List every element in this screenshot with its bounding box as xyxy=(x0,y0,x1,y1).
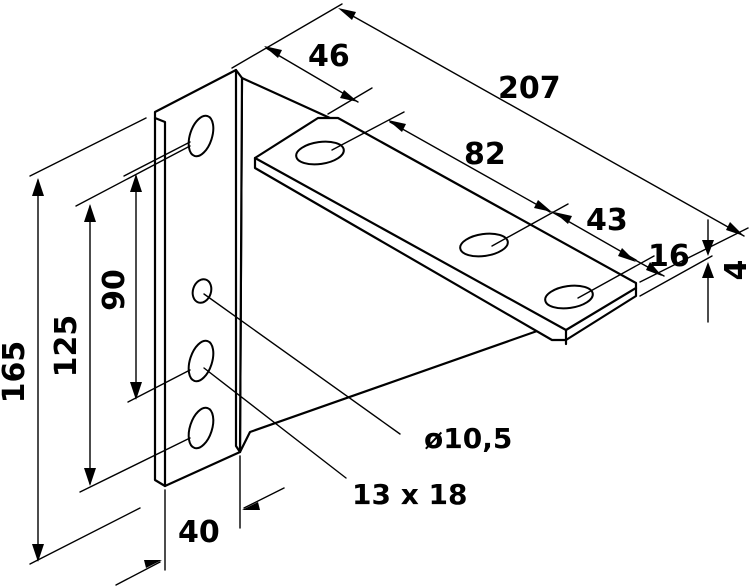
dim-hole-spacing-a: 82 xyxy=(464,137,506,172)
callout-slot-size: 13 x 18 xyxy=(352,478,468,511)
dim-top-flange-width: 46 xyxy=(308,39,350,74)
slot-hole-top xyxy=(187,114,215,158)
dim-hole-spacing-b: 43 xyxy=(586,203,628,238)
vertical-plate-front-edge xyxy=(153,116,167,488)
dim-edge-distance: 16 xyxy=(648,239,690,274)
dimension-lines xyxy=(29,3,749,586)
vertical-plate-edge xyxy=(234,68,242,454)
dim-overall-height: 165 xyxy=(0,341,32,404)
dim-vertical-hole-spacing: 90 xyxy=(97,269,132,311)
bracket-part xyxy=(153,68,638,488)
round-hole xyxy=(191,278,213,304)
plate-slot-1 xyxy=(295,140,345,166)
horizontal-plate-edge xyxy=(253,156,638,346)
plate-slot-2 xyxy=(459,232,509,258)
dim-base-width: 40 xyxy=(178,515,220,550)
slot-hole-bottom xyxy=(187,406,215,450)
dim-vertical-span: 125 xyxy=(49,315,84,378)
dim-overall-length: 207 xyxy=(498,71,561,106)
callout-round-hole: ø10,5 xyxy=(424,422,512,455)
plate-slot-3 xyxy=(544,284,594,310)
horizontal-plate xyxy=(253,116,638,342)
dim-thickness: 4 xyxy=(719,260,750,281)
